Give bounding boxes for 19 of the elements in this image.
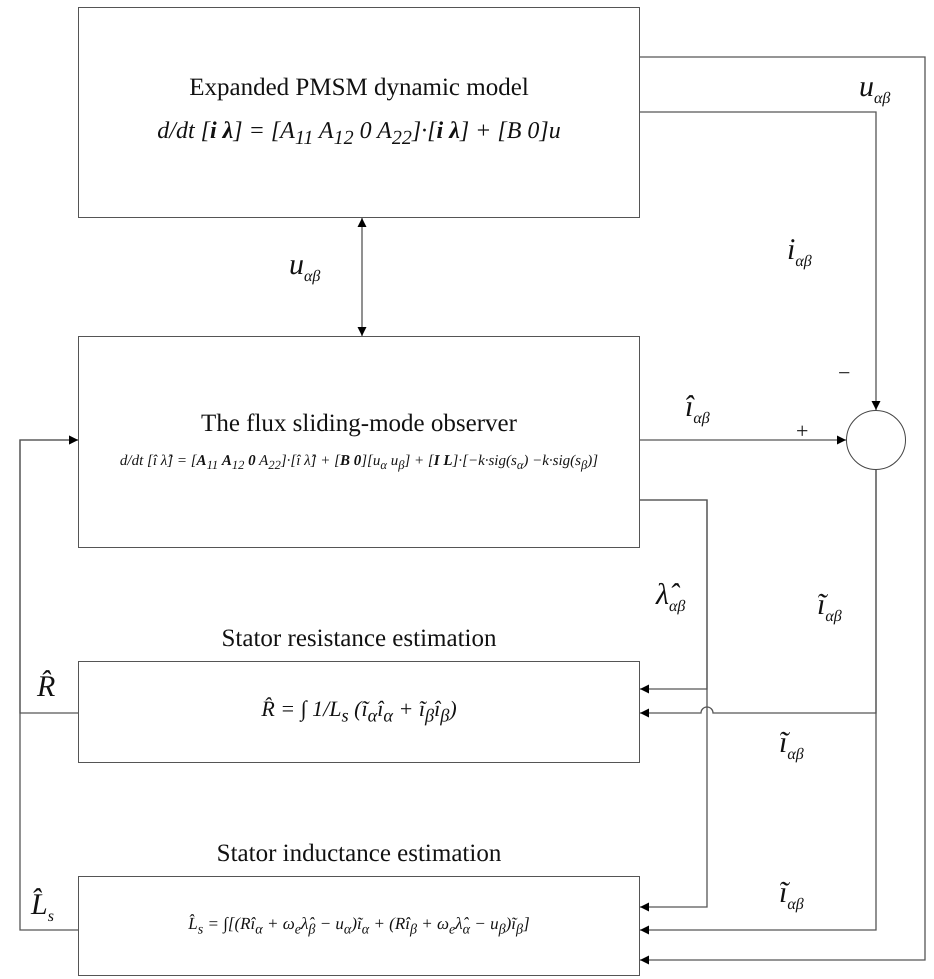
signal-arrow — [358, 218, 366, 336]
equation: R̂ = ∫ 1/L$_{s}$ (ĩ$_{α}$î$_{α}$ + ĩ$_{β}$î$_{β}$) — [261, 695, 457, 728]
block-heading: Stator resistance estimation — [222, 625, 496, 653]
block-heading: The flux sliding-mode observer — [201, 410, 517, 438]
signal-arrow — [19, 436, 78, 931]
signal-arrow — [640, 111, 880, 410]
signal-label: λ̂$_{αβ}$ — [655, 580, 686, 615]
block-heading: Expanded PMSM dynamic model — [189, 74, 529, 102]
sign-label: − — [838, 362, 850, 384]
sign-label: + — [796, 420, 808, 442]
signal-arrow — [640, 470, 877, 934]
signal-arrow — [640, 56, 926, 964]
equation: L̂$_{s}$ = ∫[(Rî$_{α}$ + ω$_{e}$λ̂$_{β}$ − u$_{α}$)ĩ$_{α}$ + (Rî$_{β}$ + ω$_{e}$λ̂$_{α}$ − u$_{β}$)ĩ$_{β}$] — [188, 913, 530, 939]
signal-arrow — [640, 499, 708, 912]
equation: d/dt [i λ] = [A$_{11}$ A$_{12}$ 0 A$_{22}$]·[i λ] + [B 0]u — [157, 117, 561, 151]
block-heading: Stator inductance estimation — [216, 840, 502, 868]
signal-arrow — [640, 436, 846, 444]
equation: d/dt [î λ̂] = [A$_{11}$ A$_{12}$ 0 A$_{22}$]·[î λ̂] + [B 0][u$_{α}$ u$_{β}$] + [I L]·[−k·sig(s$_{α}$) −k·sig(s$_{β}$)] — [120, 452, 598, 474]
signal-label: î$_{αβ}$ — [684, 392, 711, 427]
